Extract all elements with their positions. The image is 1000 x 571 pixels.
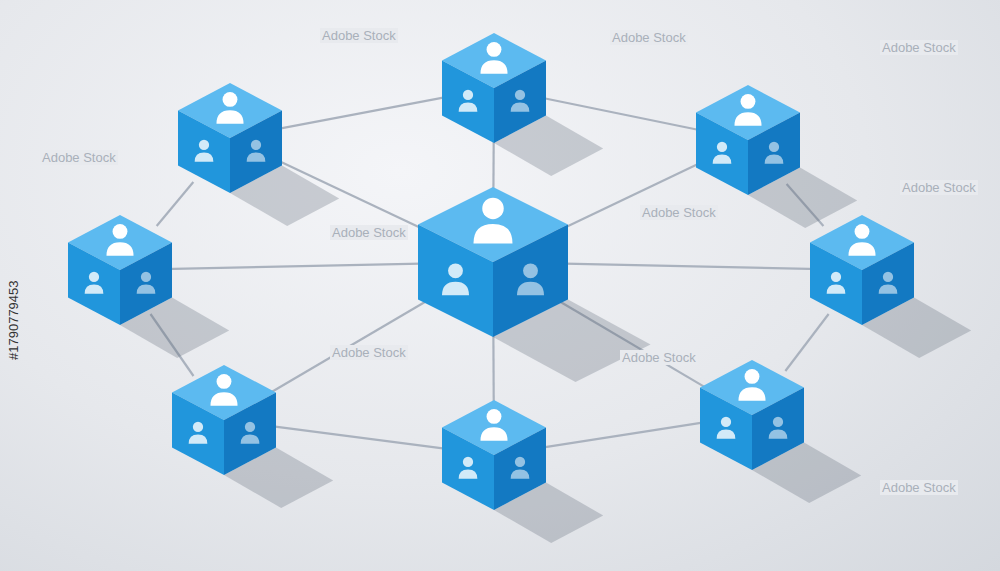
person-icon (459, 90, 478, 112)
watermark: Adobe Stock (640, 205, 718, 220)
user-cube (696, 85, 800, 195)
person-icon (511, 457, 530, 479)
network-link (157, 182, 194, 226)
network-link (266, 425, 453, 449)
cube-graphic (442, 33, 546, 143)
person-icon (517, 263, 544, 295)
cube-graphic (696, 85, 800, 195)
person-icon (195, 140, 214, 162)
person-icon (85, 272, 104, 294)
network-link (553, 263, 820, 269)
user-cube (810, 215, 914, 325)
network-link (553, 160, 706, 233)
cube-graphic (442, 400, 546, 510)
watermark: Adobe Stock (40, 150, 118, 165)
network-link (785, 314, 828, 371)
watermark: Adobe Stock (880, 40, 958, 55)
user-cube (442, 33, 546, 143)
stock-id: #1790779453 (6, 280, 21, 360)
person-icon (879, 272, 898, 294)
cube-graphic (68, 215, 172, 325)
cube-graphic (700, 360, 804, 470)
cube-graphic (418, 187, 568, 337)
watermark: Adobe Stock (880, 480, 958, 495)
person-icon (511, 90, 530, 112)
user-cube (172, 365, 276, 475)
person-icon (769, 417, 788, 439)
network-link (272, 96, 453, 130)
watermark: Adobe Stock (620, 350, 698, 365)
cube-graphic (178, 83, 282, 193)
network-link (536, 421, 711, 448)
person-icon (459, 457, 478, 479)
user-cube (178, 83, 282, 193)
person-icon (827, 272, 846, 294)
user-cube (68, 215, 172, 325)
hub-user-cube (418, 187, 568, 337)
watermark: Adobe Stock (330, 345, 408, 360)
person-icon (734, 94, 761, 126)
cube-graphic (810, 215, 914, 325)
person-icon (765, 142, 784, 164)
person-icon (480, 409, 507, 441)
person-icon (480, 42, 507, 74)
network-link (266, 297, 433, 395)
watermark: Adobe Stock (330, 225, 408, 240)
user-cube (700, 360, 804, 470)
person-icon (738, 369, 765, 401)
person-icon (848, 224, 875, 256)
person-icon (713, 142, 732, 164)
cube-graphic (172, 365, 276, 475)
person-icon (106, 224, 133, 256)
network-link (162, 263, 433, 269)
person-icon (442, 263, 469, 295)
person-icon (210, 374, 237, 406)
person-icon (137, 272, 156, 294)
person-icon (241, 422, 260, 444)
watermark: Adobe Stock (610, 30, 688, 45)
watermark: Adobe Stock (900, 180, 978, 195)
person-icon (474, 198, 513, 244)
user-cube (442, 400, 546, 510)
person-icon (216, 92, 243, 124)
watermark: Adobe Stock (320, 28, 398, 43)
person-icon (247, 140, 266, 162)
person-icon (717, 417, 736, 439)
person-icon (189, 422, 208, 444)
